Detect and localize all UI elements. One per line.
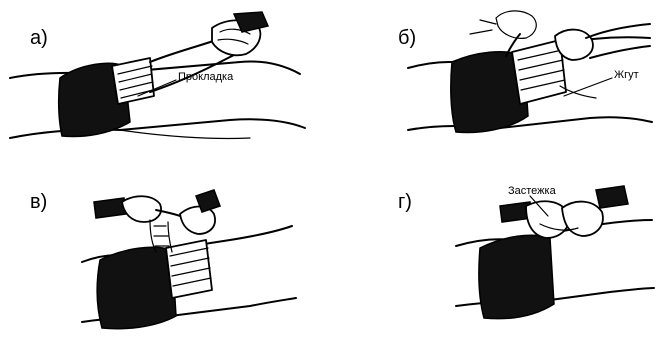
panel-d-drawing (456, 186, 654, 319)
panel-label-c: в) (30, 192, 47, 212)
panel-a-drawing (10, 12, 305, 139)
callout-clasp: Застежка (508, 186, 556, 197)
panel-label-b: б) (398, 28, 416, 48)
panel-label-a: а) (30, 28, 48, 48)
callout-tourniquet: Жгут (614, 70, 639, 81)
panel-label-d: г) (398, 192, 412, 212)
callout-pad: Прокладка (178, 72, 233, 83)
panel-c-drawing (82, 190, 296, 329)
